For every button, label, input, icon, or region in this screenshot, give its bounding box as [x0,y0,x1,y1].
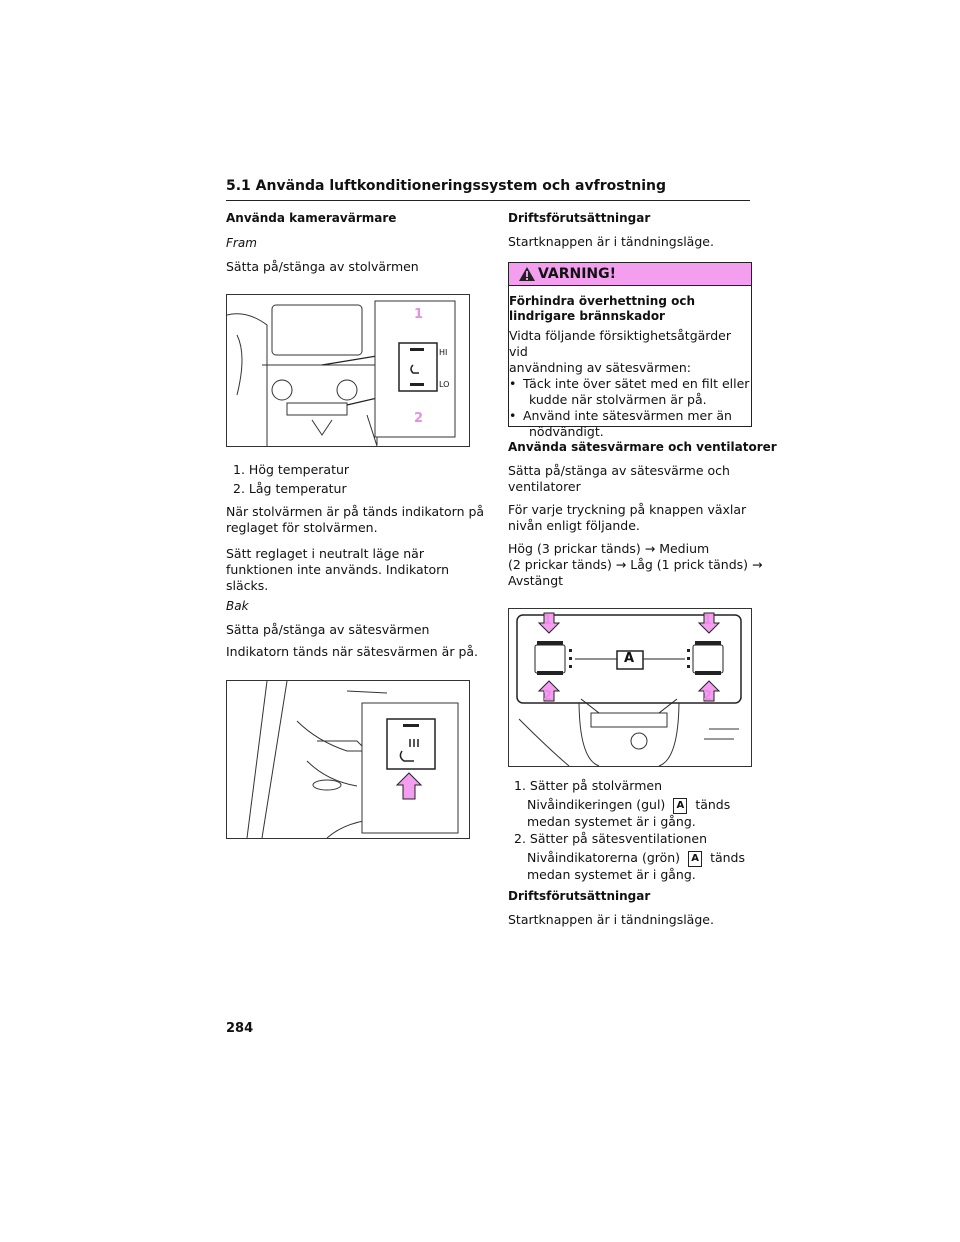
list-item: 2. Låg temperatur [233,481,347,496]
header-divider [226,200,750,201]
figure-heater-ventilation: 1 1 2 2 A [508,608,752,767]
callout-2-right: 2 [703,689,713,704]
callout-1-right: 1 [703,613,713,628]
warning-text: Vidta följande försiktighetsåtgärder vid… [509,328,731,375]
rear-door-illustration [246,681,459,838]
warning-title: VARNING! [538,266,617,282]
list-item: 2. Sätter på sätesventilationen Nivåindi… [514,831,746,882]
figure-front-seat-heater: 1 2 HI LO [226,294,470,447]
section-header: 5.1 Använda luftkonditioneringssystem oc… [226,178,667,194]
list-item: 1. Sätter på stolvärmen Nivåindikeringen… [514,778,731,829]
warning-bullet: • Täck inte över sätet med en filt eller… [509,376,750,407]
lo-label: LO [439,380,450,389]
callout-1-left: 1 [543,613,553,628]
callout-2: 2 [414,411,424,426]
label-rear: Bak [226,599,249,613]
paragraph: När stolvärmen är på tänds indikatorn på… [226,504,485,535]
heading-seat-heaters-ventilators: Använda sätesvärmare och ventilatorer [508,440,777,454]
paragraph: Startknappen är i tändningsläge. [508,912,714,927]
paragraph: Indikatorn tänds när sätesvärmen är på. [226,644,479,659]
warning-icon [519,267,535,281]
heading-camera-heater: Använda kameravärmare [226,211,397,225]
warning-title-bar: VARNING! [509,263,751,286]
indicator-a-box: A [673,797,688,814]
front-dashboard-illustration [227,300,456,446]
callout-2-left: 2 [543,689,553,704]
paragraph: Hög (3 prickar tänds) → Medium(2 prickar… [508,541,763,588]
indicator-a-box: A [688,850,703,867]
hi-label: HI [439,348,448,357]
label-front: Fram [226,236,257,250]
climate-panel-illustration [516,612,742,766]
subheading-front: Sätta på/stänga av stolvärmen [226,259,419,274]
callout-a: A [624,651,635,666]
callout-1: 1 [414,307,424,322]
heading-operating-conditions: Driftsförutsättningar [508,211,651,225]
figure-rear-seat-heater [226,680,470,839]
paragraph: Startknappen är i tändningsläge. [508,234,714,249]
heading-operating-conditions-2: Driftsförutsättningar [508,889,651,903]
list-item: 1. Hög temperatur [233,462,350,477]
page-number: 284 [226,1021,254,1036]
subheading-rear: Sätta på/stänga av sätesvärmen [226,622,430,637]
